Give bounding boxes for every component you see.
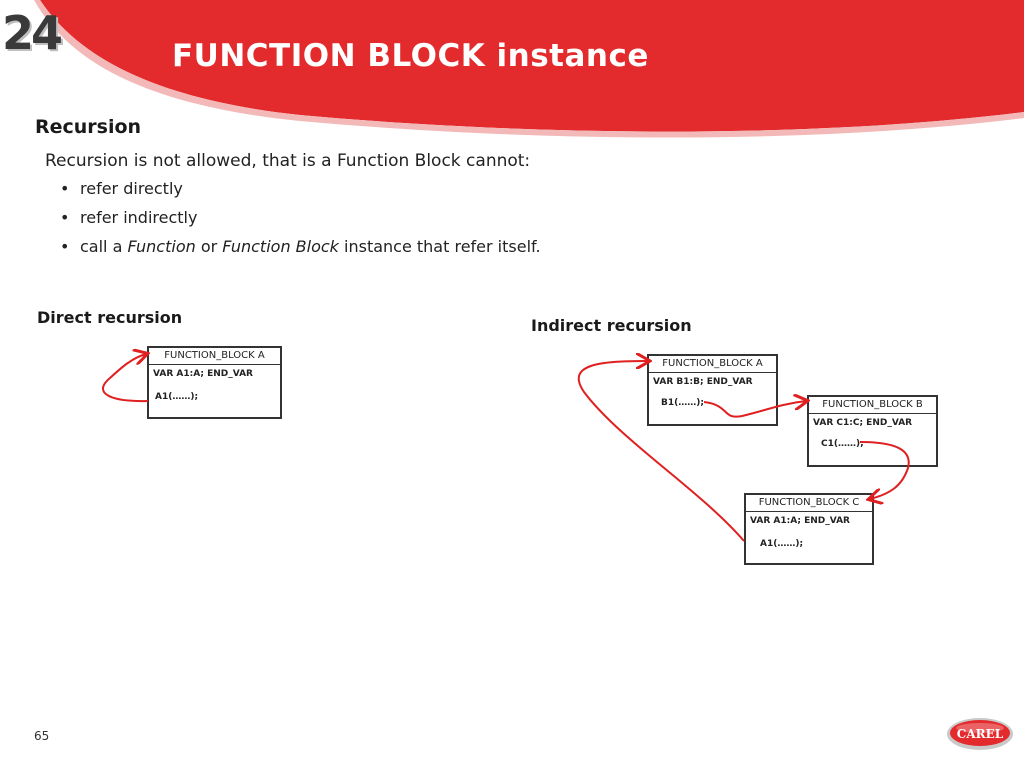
block-var: VAR C1:C; END_VAR bbox=[813, 418, 913, 428]
bullet-item: •refer directly bbox=[60, 179, 183, 198]
indirect-function-block-c: FUNCTION_BLOCK C VAR A1:A; END_VAR A1(……… bbox=[744, 493, 874, 565]
block-var: VAR A1:A; END_VAR bbox=[153, 369, 253, 379]
block-title: FUNCTION_BLOCK A bbox=[149, 348, 280, 365]
block-var: VAR A1:A; END_VAR bbox=[750, 516, 850, 526]
bullet-icon: • bbox=[60, 237, 70, 256]
header-banner bbox=[34, 0, 1024, 138]
block-var: VAR B1:B; END_VAR bbox=[653, 377, 753, 387]
indirect-function-block-b: FUNCTION_BLOCK B VAR C1:C; END_VAR C1(……… bbox=[807, 395, 938, 467]
intro-text: Recursion is not allowed, that is a Func… bbox=[45, 151, 531, 171]
bullet-item: •refer indirectly bbox=[60, 208, 198, 227]
svg-text:CAREL: CAREL bbox=[957, 727, 1004, 741]
slide-title: FUNCTION BLOCK instance bbox=[172, 38, 649, 74]
slide-number-logo: 24 bbox=[2, 6, 63, 60]
block-call: A1(……); bbox=[155, 392, 199, 402]
block-title: FUNCTION_BLOCK C bbox=[746, 495, 872, 512]
block-call: A1(……); bbox=[760, 539, 804, 549]
bullet-item: •call a Function or Function Block insta… bbox=[60, 237, 541, 256]
section-title: Recursion bbox=[35, 116, 142, 138]
block-title: FUNCTION_BLOCK B bbox=[809, 397, 936, 414]
direct-function-block-a: FUNCTION_BLOCK A VAR A1:A; END_VAR A1(……… bbox=[147, 346, 282, 419]
bullet-list: •refer directly •refer indirectly •call … bbox=[60, 179, 541, 266]
indirect-function-block-a: FUNCTION_BLOCK A VAR B1:B; END_VAR B1(……… bbox=[647, 354, 778, 426]
direct-recursion-arrow bbox=[102, 354, 148, 403]
indirect-recursion-label: Indirect recursion bbox=[531, 316, 692, 335]
block-call: C1(……); bbox=[821, 439, 864, 449]
bullet-icon: • bbox=[60, 208, 70, 227]
block-title: FUNCTION_BLOCK A bbox=[649, 356, 776, 373]
page-number: 65 bbox=[34, 729, 50, 743]
carel-logo: CAREL bbox=[947, 718, 1013, 750]
direct-recursion-label: Direct recursion bbox=[37, 308, 183, 327]
block-call: B1(……); bbox=[661, 398, 704, 408]
bullet-icon: • bbox=[60, 179, 70, 198]
